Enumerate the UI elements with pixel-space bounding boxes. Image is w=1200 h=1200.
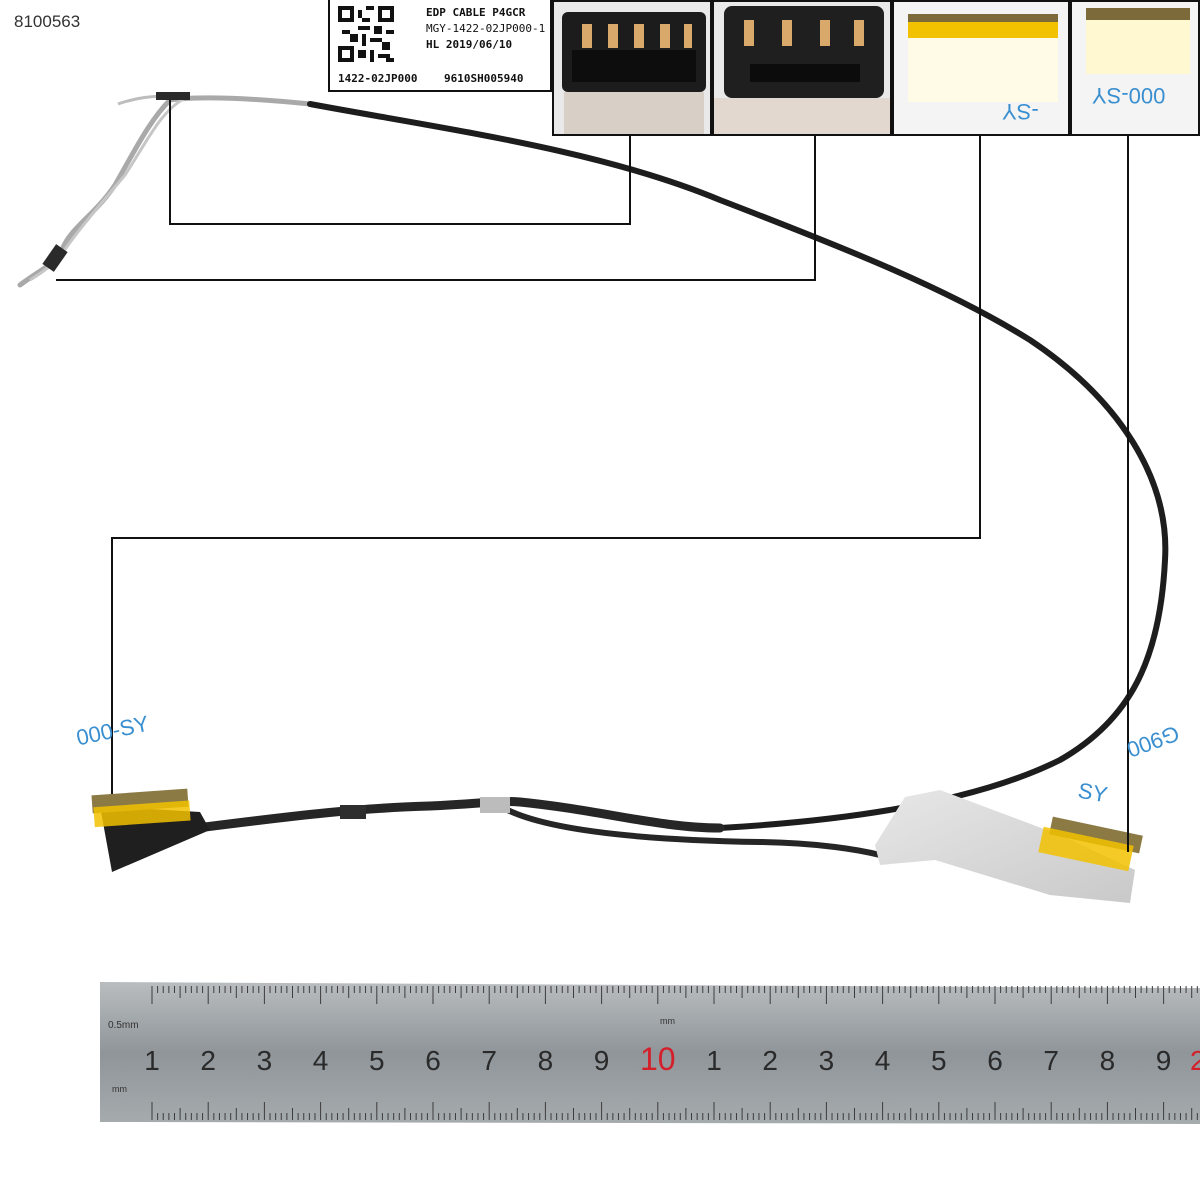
sku-number: 8100563 (14, 12, 81, 31)
thumbnail-watermark-3: -SY (1002, 99, 1039, 124)
ruler-number: 5 (931, 1045, 947, 1076)
ruler-number: 5 (369, 1045, 385, 1076)
ruler-number: 2 (1190, 1045, 1200, 1076)
ruler-number: 1 (144, 1045, 160, 1076)
thumbnail-connector-3: -SY (892, 0, 1070, 136)
label-serial: 9610SH005940 (444, 72, 524, 85)
label-line-3: HL 2019/06/10 (426, 38, 513, 51)
label-line-2: MGY-1422-02JP000-1 (426, 22, 546, 35)
ruler-number: 10 (640, 1041, 676, 1077)
right-connector-tape (875, 790, 1135, 903)
lower-cable (200, 796, 725, 833)
callout-line-2 (56, 134, 816, 281)
ruler-number: 3 (819, 1045, 835, 1076)
ruler-unit-side: mm (112, 1084, 127, 1094)
thumbnail-connector-1 (552, 0, 712, 136)
ruler-number: 3 (257, 1045, 273, 1076)
lower-cable-2 (497, 803, 883, 858)
ruler-unit-small: 0.5mm (108, 1020, 139, 1031)
label-part-number: 1422-02JP000 (338, 72, 418, 85)
main-cable (307, 101, 1169, 831)
ruler-number: 7 (481, 1045, 497, 1076)
label-line-1: EDP CABLE P4GCR (426, 6, 526, 19)
watermark-right-bottom: SY (1076, 777, 1110, 808)
ruler-number: 4 (313, 1045, 329, 1076)
thumbnail-connector-2 (712, 0, 892, 136)
qr-code-icon (338, 6, 394, 62)
ruler-number: 9 (594, 1045, 610, 1076)
antenna-connector (42, 244, 68, 272)
callout-line-3 (111, 134, 981, 794)
thumbnail-connector-4: 000-SY (1070, 0, 1200, 136)
product-label: EDP CABLE P4GCR MGY-1422-02JP000-1 HL 20… (328, 0, 552, 92)
thumbnail-watermark-4: 000-SY (1092, 83, 1166, 108)
ruler-number: 7 (1043, 1045, 1059, 1076)
ruler-number: 8 (538, 1045, 554, 1076)
ruler-number: 6 (425, 1045, 441, 1076)
ruler-number: 9 (1156, 1045, 1172, 1076)
ruler-number: 6 (987, 1045, 1003, 1076)
ruler-number: 4 (875, 1045, 891, 1076)
callout-line-1 (169, 100, 631, 225)
ruler-number: 1 (706, 1045, 722, 1076)
ruler-number: 8 (1100, 1045, 1116, 1076)
ruler-number: 2 (762, 1045, 778, 1076)
ruler-unit-mm: mm (660, 1016, 675, 1026)
ruler-number: 2 (200, 1045, 216, 1076)
